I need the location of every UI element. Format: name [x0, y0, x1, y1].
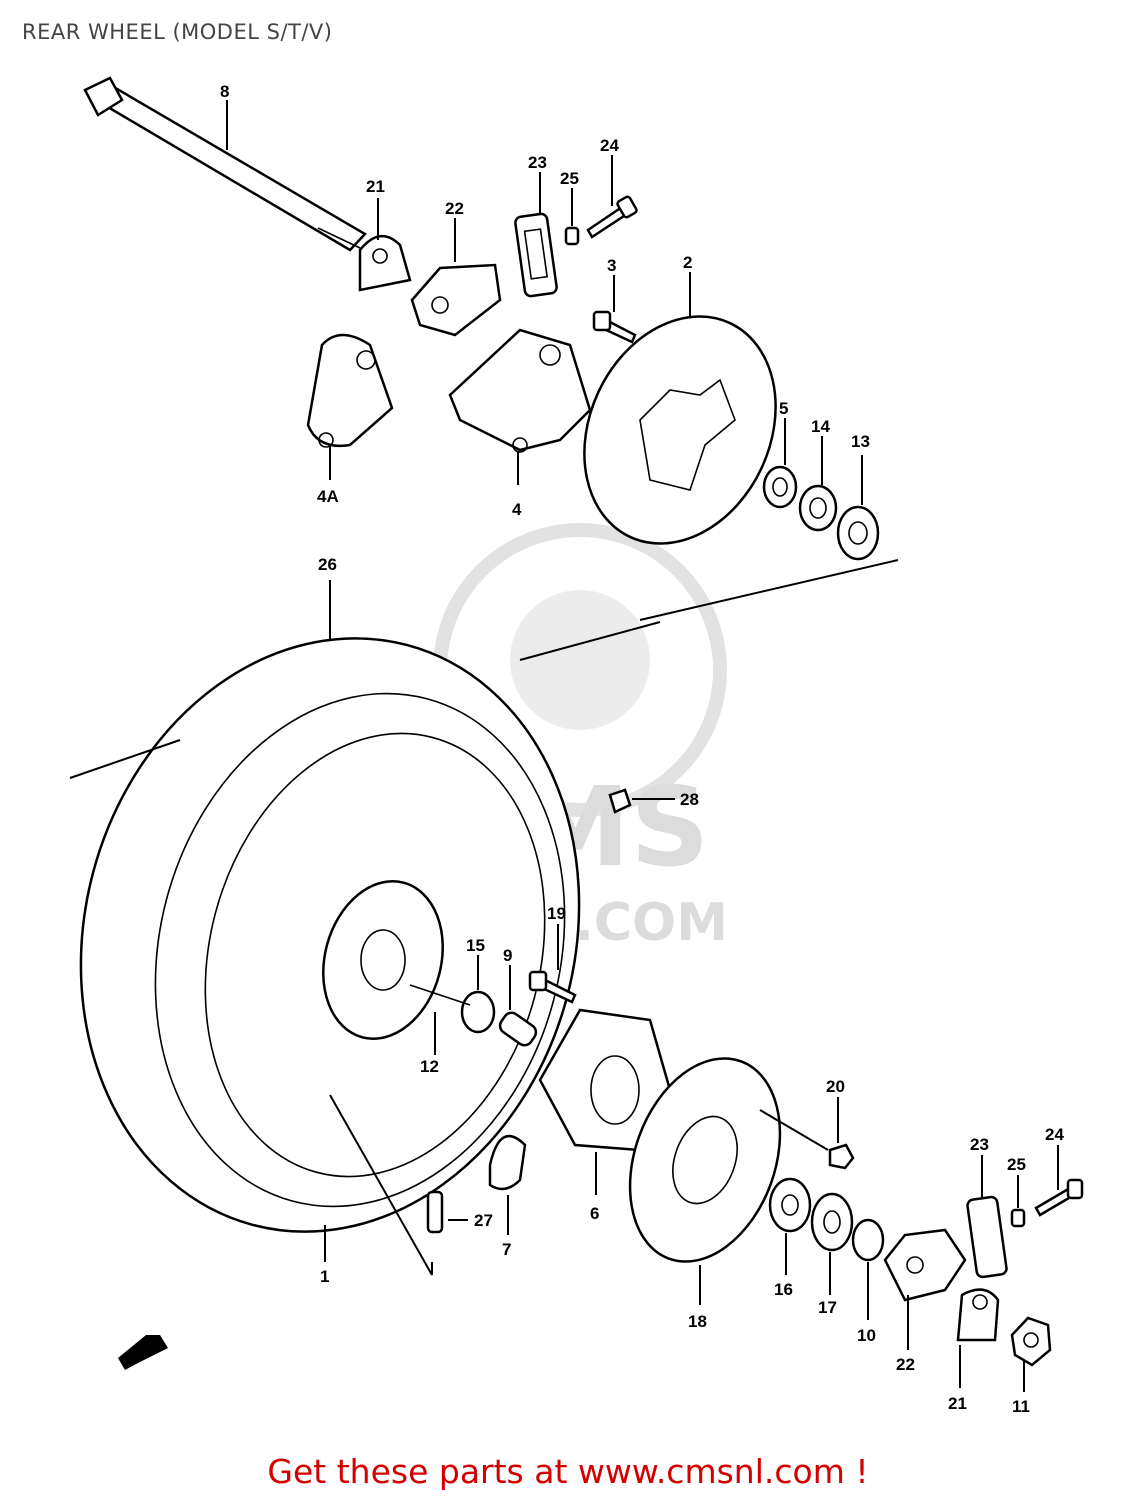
part-label: 16 [774, 1280, 793, 1299]
part-label: 14 [811, 417, 830, 436]
bracket-4a [306, 333, 394, 448]
part-label: 19 [547, 904, 566, 923]
adjuster-22-top [410, 263, 502, 337]
clip-28 [608, 788, 632, 814]
nut-25-top [564, 226, 580, 246]
bearing-15 [460, 990, 496, 1034]
part-label: 5 [779, 399, 788, 418]
bolt-3 [592, 310, 637, 344]
part-label: 27 [474, 1211, 493, 1230]
part-label: 22 [445, 199, 464, 218]
part-label: 1 [320, 1267, 329, 1286]
part-label: 8 [220, 82, 229, 101]
part-label: 20 [826, 1077, 845, 1096]
spacer-5 [762, 465, 798, 509]
part-label: 25 [1007, 1155, 1026, 1174]
part-label: 3 [607, 256, 616, 275]
part-label: 15 [466, 936, 485, 955]
part-label: 4A [317, 487, 339, 506]
bolt-24-top [586, 195, 638, 239]
page-title: REAR WHEEL (MODEL S/T/V) [22, 20, 333, 44]
part-label: 24 [600, 136, 619, 155]
part-label: 12 [420, 1057, 439, 1076]
plate-23-top [514, 212, 558, 298]
part-label: 6 [590, 1204, 599, 1223]
plate-21-bottom [956, 1288, 1000, 1342]
part-label: 28 [680, 790, 699, 809]
part-label: 10 [857, 1326, 876, 1345]
adjuster-22-bottom [883, 1228, 967, 1302]
bolt-19 [528, 970, 577, 1004]
seal-14 [798, 484, 838, 532]
rear-wheel-tire [79, 637, 581, 1233]
part-labels: 8 21 22 23 25 24 3 2 4A 4 5 14 13 26 28 … [220, 82, 1064, 1416]
direction-arrow-icon [118, 1335, 168, 1370]
part-label: 9 [503, 946, 512, 965]
bearing-16 [768, 1177, 812, 1233]
part-label: 4 [512, 500, 522, 519]
brake-disc-2 [583, 315, 777, 545]
collar-9 [498, 1011, 538, 1047]
nut-11 [1010, 1316, 1052, 1367]
part-label: 21 [366, 177, 385, 196]
bolt-24-bottom [1034, 1178, 1084, 1217]
damper-7 [488, 1134, 527, 1191]
part-label: 7 [502, 1240, 511, 1259]
footer-link[interactable]: Get these parts at www.cmsnl.com ! [267, 1452, 869, 1491]
plate-21-top [358, 235, 412, 292]
plate-23-bottom [966, 1195, 1008, 1279]
spacer-10 [851, 1218, 885, 1262]
part-label: 18 [688, 1312, 707, 1331]
valve-27 [426, 1190, 444, 1234]
part-label: 13 [851, 432, 870, 451]
part-label: 24 [1045, 1125, 1064, 1144]
part-label: 17 [818, 1298, 837, 1317]
part-label: 26 [318, 555, 337, 574]
part-label: 21 [948, 1394, 967, 1413]
part-label: 23 [528, 153, 547, 172]
part-label: 25 [560, 169, 579, 188]
sprocket-18 [628, 1057, 782, 1263]
caliper-4 [448, 328, 592, 453]
part-label: 11 [1012, 1397, 1030, 1416]
nut-25-bottom [1010, 1208, 1026, 1228]
part-label: 22 [896, 1355, 915, 1374]
nut-20 [828, 1143, 855, 1170]
bearing-13 [836, 505, 880, 561]
part-label: 23 [970, 1135, 989, 1154]
seal-17 [810, 1192, 854, 1252]
axle [83, 76, 367, 252]
part-label: 2 [683, 253, 692, 272]
